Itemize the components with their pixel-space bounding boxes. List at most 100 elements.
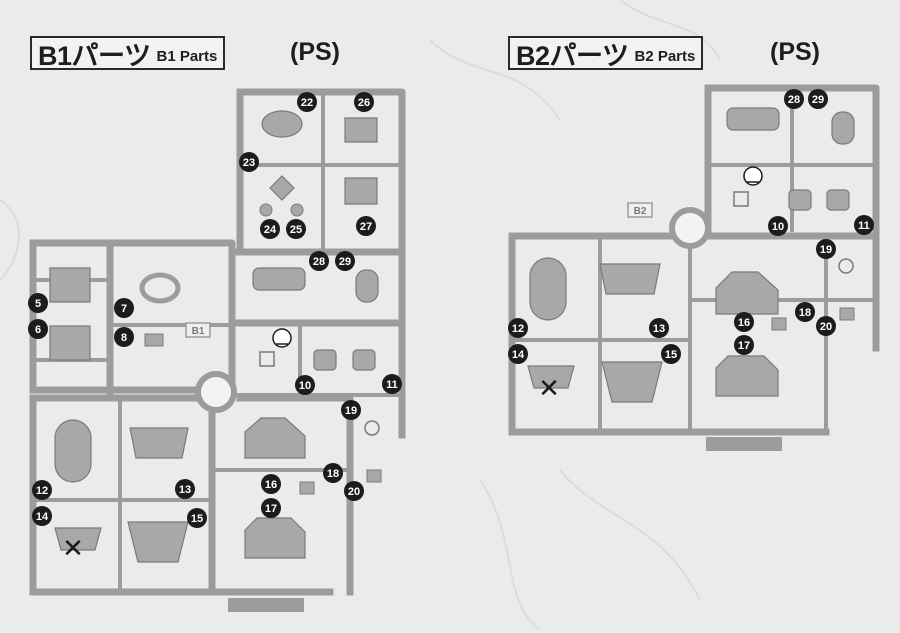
b1-part-number-23: 23 <box>239 152 259 172</box>
b2-part-number-label: 28 <box>788 94 800 106</box>
b2-runner-frame-top <box>704 84 880 352</box>
b1-part-number-label: 11 <box>386 379 398 391</box>
b1-part-number-label: 7 <box>121 303 127 315</box>
b2-part-number-17: 17 <box>734 335 754 355</box>
b1-part-number-label: 14 <box>36 511 49 523</box>
b2-part-number-29: 29 <box>808 89 828 109</box>
b1-part-number-label: 12 <box>36 485 48 497</box>
b2-part-number-13: 13 <box>649 318 669 338</box>
b2-title-main: B2パーツ <box>516 40 629 71</box>
b2-title-box: B2パーツ B2 Parts <box>508 36 704 71</box>
b1-part-number-9: 9 <box>272 328 292 348</box>
b2-part-number-label: 17 <box>738 340 750 352</box>
b1-part-number-label: 15 <box>191 513 203 525</box>
b1-part-number-8: 8 <box>114 327 134 347</box>
b1-part-number-label: 26 <box>358 97 370 109</box>
b2-part-number-label: 10 <box>772 221 784 233</box>
b1-part-number-label: 18 <box>327 468 339 480</box>
b1-part-number-22: 22 <box>297 92 317 112</box>
b1-part-number-19: 19 <box>341 400 361 420</box>
b2-part-number-label: 9 <box>750 171 756 183</box>
b1-part-number-17: 17 <box>261 498 281 518</box>
b1-part-number-29: 29 <box>335 251 355 271</box>
b2-title-sub: B2 Parts <box>634 47 696 65</box>
b1-part-number-label: 16 <box>265 479 277 491</box>
b1-runner-frame-bottom <box>29 394 354 596</box>
b2-part-number-label: 13 <box>653 323 665 335</box>
b1-runner-inner-top <box>238 90 404 254</box>
b2-runner-tag: B2 <box>634 206 647 217</box>
b1-part-number-13: 13 <box>175 479 195 499</box>
b1-part-number-10: 10 <box>295 375 315 395</box>
b2-part-number-18: 18 <box>795 302 815 322</box>
b2-part-number-label: 29 <box>812 94 824 106</box>
b2-part-number-label: 11 <box>858 220 870 232</box>
b1-part-number-label: 6 <box>35 324 41 336</box>
b2-part-number-label: 15 <box>665 349 677 361</box>
b1-part-number-27: 27 <box>356 216 376 236</box>
b2-runner-frame-main <box>508 232 880 436</box>
b2-part-number-10: 10 <box>768 216 788 236</box>
b1-part-number-label: 29 <box>339 256 351 268</box>
b1-part-number-label: 19 <box>345 405 357 417</box>
b1-runner-frame-left <box>29 239 236 399</box>
b1-title-main: B1パーツ <box>38 40 151 71</box>
b1-part-number-28: 28 <box>309 251 329 271</box>
b1-part-number-label: 10 <box>299 380 311 392</box>
b2-part-number-9: 9 <box>743 166 763 186</box>
b1-part-number-label: 20 <box>348 486 360 498</box>
b2-part-number-19: 19 <box>816 239 836 259</box>
b1-part-number-18: 18 <box>323 463 343 483</box>
b2-part-number-label: 20 <box>820 321 832 333</box>
b1-part-number-6: 6 <box>28 319 48 339</box>
b1-part-number-label: 25 <box>290 224 302 236</box>
b1-part-number-24: 24 <box>260 219 280 239</box>
b2-material-label: (PS) <box>770 38 820 66</box>
b1-runner-frame-mid <box>228 248 406 439</box>
b1-part-number-label: 5 <box>35 298 41 310</box>
b1-part-number-25: 25 <box>286 219 306 239</box>
b2-part-number-28: 28 <box>784 89 804 109</box>
b1-part-numbers: 5 6 7 8 9 10 11 12 13 14 15 16 17 18 19 20 22 23 24 25 26 27 2… <box>28 92 402 528</box>
b1-part-number-label: 23 <box>243 157 255 169</box>
b1-part-number-label: 8 <box>121 332 127 344</box>
b1-material-label: (PS) <box>290 38 340 66</box>
b1-runner-hub <box>195 371 237 413</box>
b2-part-shapes <box>527 107 855 403</box>
b2-part-number-12: 12 <box>508 318 528 338</box>
b1-part-number-label: 13 <box>179 484 191 496</box>
b2-part-number-20: 20 <box>816 316 836 336</box>
b2-part-number-16: 16 <box>734 312 754 332</box>
b1-title-sub: B1 Parts <box>156 47 218 65</box>
b2-part-number-label: 12 <box>512 323 524 335</box>
b1-runner-tag: B1 <box>192 326 205 337</box>
b2-runner-tab <box>706 437 782 451</box>
b2-part-number-label: 19 <box>820 244 832 256</box>
b2-part-number-14: 14 <box>508 344 528 364</box>
b1-part-number-label: 17 <box>265 503 277 515</box>
b1-part-shapes <box>49 110 382 563</box>
b2-cross-mark: ✕ <box>538 374 560 404</box>
b1-tag-box <box>185 322 211 338</box>
b1-cross-mark: ✕ <box>62 534 84 564</box>
b2-tag-box <box>627 202 653 218</box>
b1-part-number-5: 5 <box>28 293 48 313</box>
b1-part-number-14: 14 <box>32 506 52 526</box>
b1-part-number-label: 28 <box>313 256 325 268</box>
b2-part-number-label: 14 <box>512 349 525 361</box>
b1-part-number-11: 11 <box>382 374 402 394</box>
b2-part-number-label: 18 <box>799 307 811 319</box>
b2-part-number-label: 16 <box>738 317 750 329</box>
b1-part-number-7: 7 <box>114 298 134 318</box>
b2-runner <box>508 84 880 436</box>
b2-part-number-15: 15 <box>661 344 681 364</box>
b1-part-number-label: 22 <box>301 97 313 109</box>
b1-runner-tab <box>228 598 304 612</box>
b1-part-number-26: 26 <box>354 92 374 112</box>
b1-part-number-16: 16 <box>261 474 281 494</box>
b2-part-number-11: 11 <box>854 215 874 235</box>
b1-part-number-15: 15 <box>187 508 207 528</box>
b2-runner-inner-main <box>510 234 878 434</box>
